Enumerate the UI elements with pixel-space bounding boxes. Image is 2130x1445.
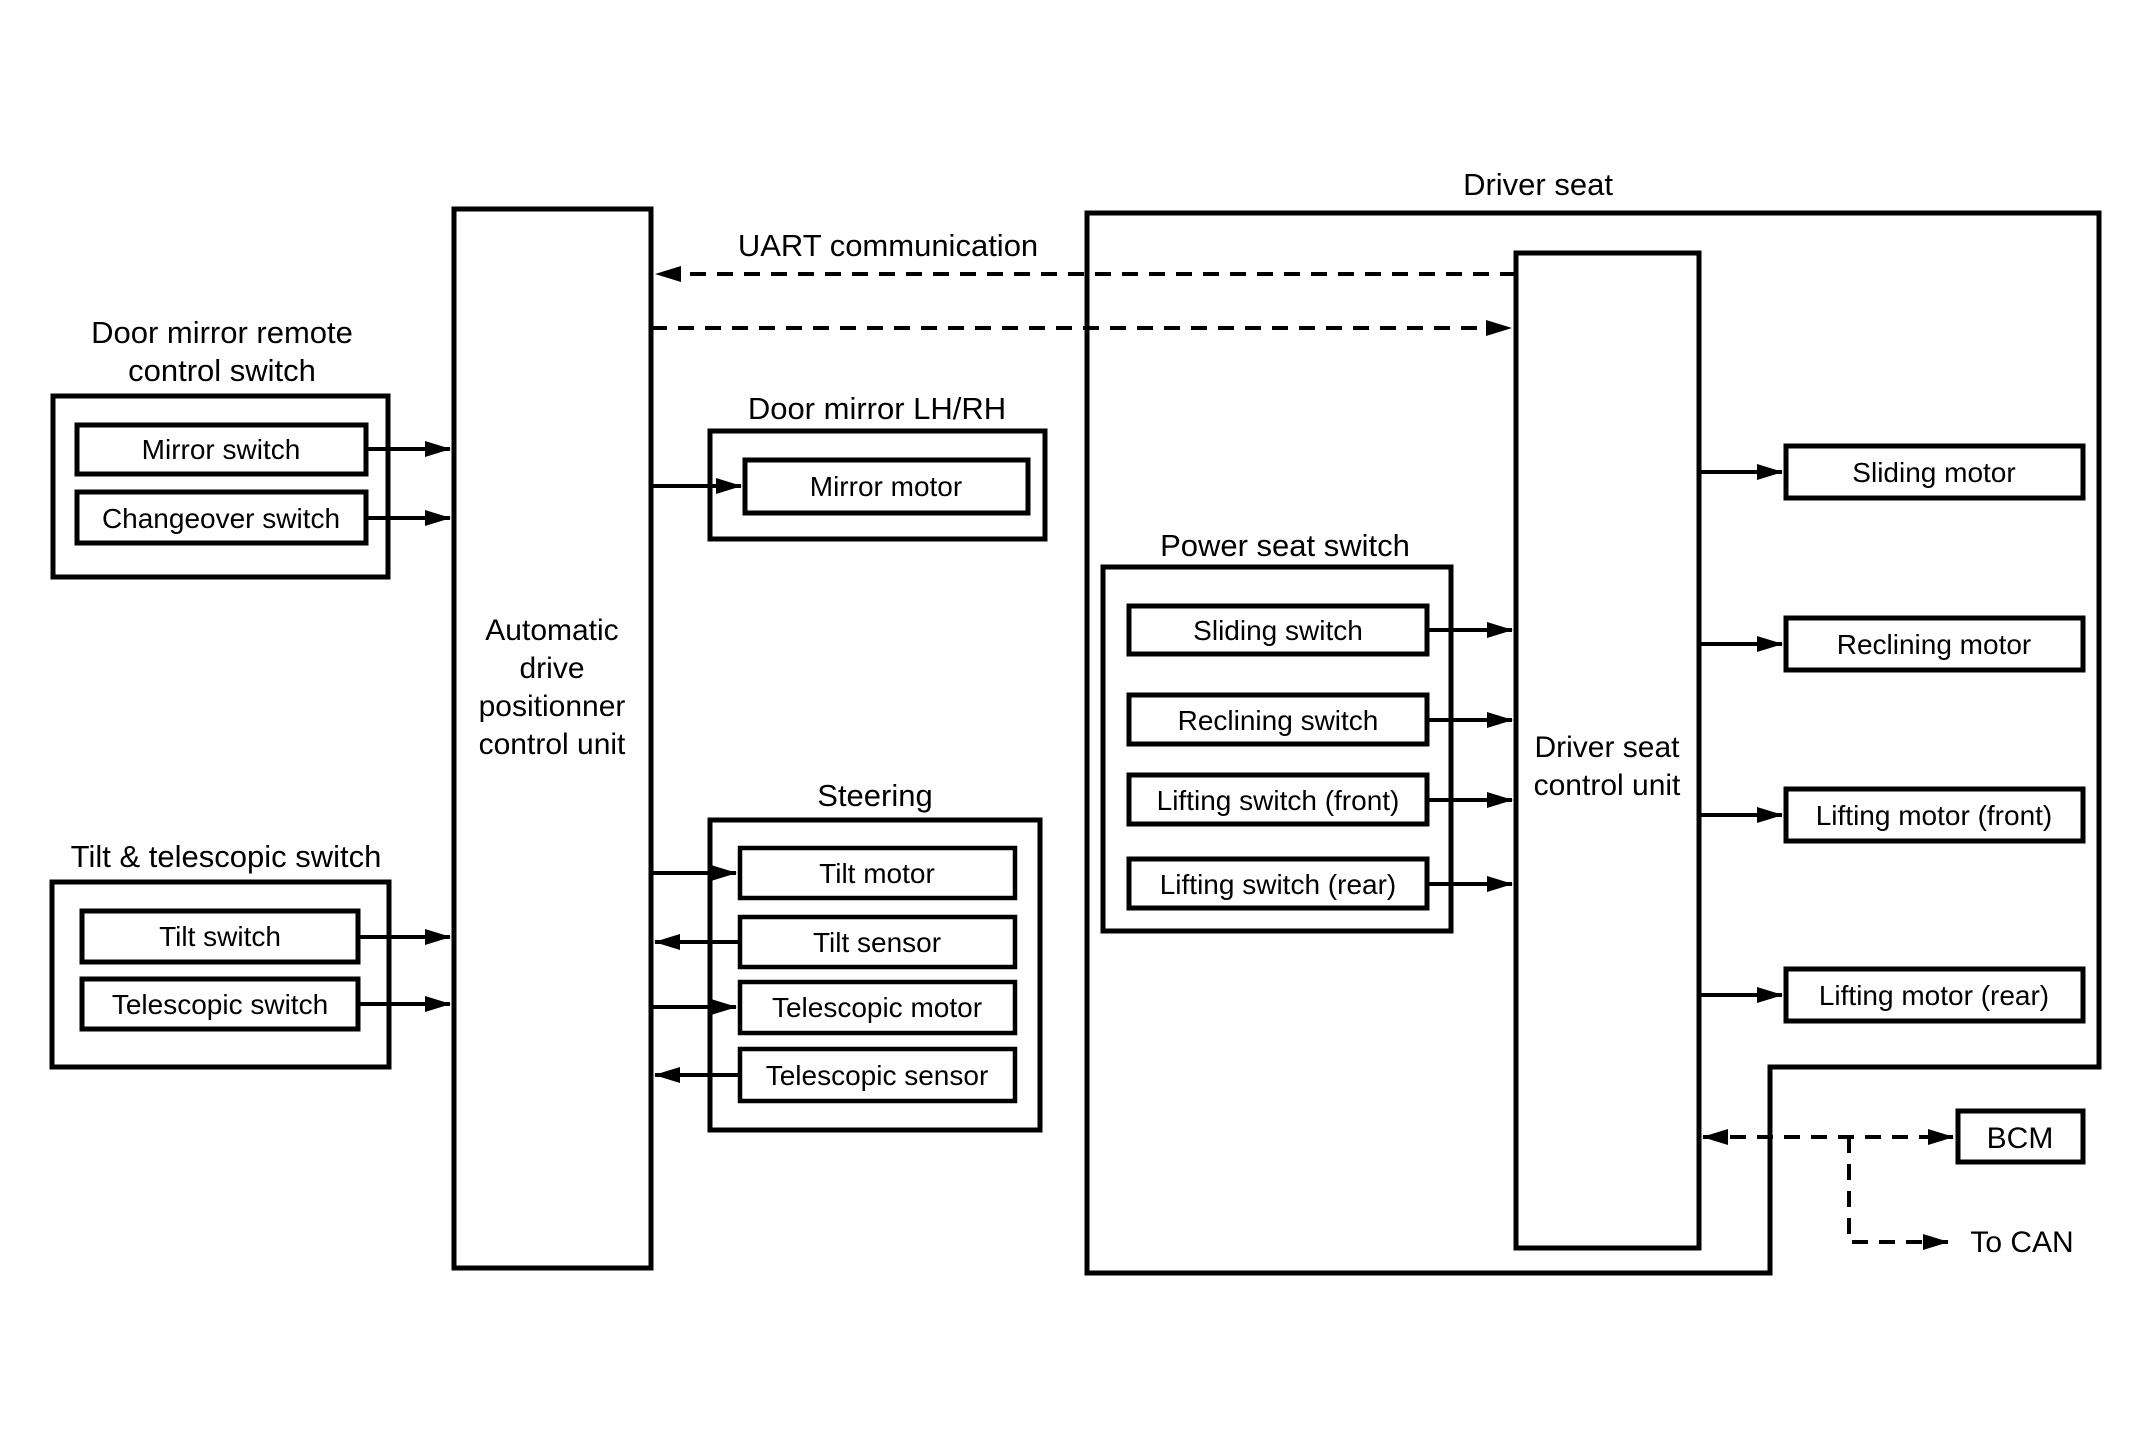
driver-seat-title: Driver seat — [1463, 167, 1613, 202]
sliding-motor-box — [1783, 443, 2086, 501]
telescopic-motor-box — [737, 979, 1018, 1036]
lifting-switch-rear-label: Lifting switch (rear) — [1160, 869, 1397, 900]
driver-seat-container: Driver seat — [1084, 167, 2102, 1276]
steering-group: Steering Tilt motor Tilt sensor Telescop… — [707, 778, 1043, 1133]
bcm-can-group: BCM To CAN — [1702, 1108, 2086, 1259]
adp-label-line2: drive — [519, 652, 584, 685]
uart-communication-label: UART communication — [738, 228, 1038, 263]
tilt-sensor-label: Tilt sensor — [813, 927, 941, 958]
mirror-motor-box — [742, 457, 1031, 516]
uart-communication-links: UART communication — [651, 228, 1516, 336]
tilt-switch-label: Tilt switch — [159, 921, 281, 952]
driver-seat-box — [1084, 210, 2102, 1276]
tilt-telescopic-group: Tilt & telescopic switch Tilt switch Tel… — [49, 839, 392, 1070]
lifting-motor-rear-label: Lifting motor (rear) — [1819, 980, 2049, 1011]
to-can-label: To CAN — [1970, 1226, 2073, 1259]
reclining-motor-box — [1783, 615, 2086, 673]
door-mirror-lhrh-title: Door mirror LH/RH — [748, 391, 1006, 426]
lifting-motor-rear-box — [1783, 966, 2086, 1024]
adp-control-unit-box — [451, 206, 654, 1271]
power-seat-switch-title: Power seat switch — [1160, 528, 1410, 563]
bcm-box — [1955, 1108, 2086, 1165]
bcm-label: BCM — [1987, 1122, 2054, 1155]
steering-title: Steering — [817, 778, 932, 813]
adp-label-line3: positionner — [479, 690, 626, 723]
tilt-motor-label: Tilt motor — [819, 858, 935, 889]
reclining-motor-label: Reclining motor — [1837, 629, 2032, 660]
door-mirror-lhrh-group: Door mirror LH/RH Mirror motor — [707, 391, 1048, 542]
door-mirror-remote-box — [50, 393, 391, 580]
power-seat-switch-box — [1100, 564, 1454, 934]
lifting-motor-front-box — [1783, 786, 2086, 844]
seat-motors: Sliding motor Reclining motor Lifting mo… — [1783, 443, 2086, 1024]
adp-label-line1: Automatic — [485, 614, 618, 647]
to-can-dashed-link — [1847, 1137, 1949, 1250]
driver-seat-cu-label-line2: control unit — [1534, 769, 1681, 802]
mirror-switch-label: Mirror switch — [142, 434, 301, 465]
reclining-switch-label: Reclining switch — [1178, 705, 1379, 736]
steering-box — [707, 817, 1043, 1133]
door-mirror-remote-title-line1: Door mirror remote — [91, 315, 353, 350]
changeover-switch-label: Changeover switch — [102, 503, 340, 534]
power-seat-switch-group: Power seat switch Sliding switch Reclini… — [1100, 528, 1454, 934]
lifting-motor-front-label: Lifting motor (front) — [1816, 800, 2053, 831]
tilt-telescopic-box — [49, 879, 392, 1070]
telescopic-sensor-label: Telescopic sensor — [766, 1060, 989, 1091]
driver-seat-control-unit-box — [1513, 250, 1702, 1251]
telescopic-switch-label: Telescopic switch — [112, 989, 328, 1020]
tilt-motor-box — [737, 845, 1018, 901]
driver-seat-control-unit: Driver seat control unit — [1513, 250, 1702, 1251]
door-mirror-remote-title-line2: control switch — [128, 353, 316, 388]
adp-control-unit: Automatic drive positionner control unit — [451, 206, 654, 1271]
sliding-motor-label: Sliding motor — [1852, 457, 2015, 488]
telescopic-motor-label: Telescopic motor — [772, 992, 982, 1023]
door-mirror-remote-group: Door mirror remote control switch Mirror… — [50, 315, 391, 580]
driver-seat-cu-label-line1: Driver seat — [1534, 731, 1680, 764]
sliding-switch-label: Sliding switch — [1193, 615, 1363, 646]
mirror-motor-label: Mirror motor — [810, 471, 962, 502]
adp-label-line4: control unit — [479, 728, 626, 761]
lifting-switch-front-label: Lifting switch (front) — [1157, 785, 1400, 816]
connector-arrows — [358, 441, 1783, 1083]
tilt-telescopic-title: Tilt & telescopic switch — [71, 839, 382, 874]
